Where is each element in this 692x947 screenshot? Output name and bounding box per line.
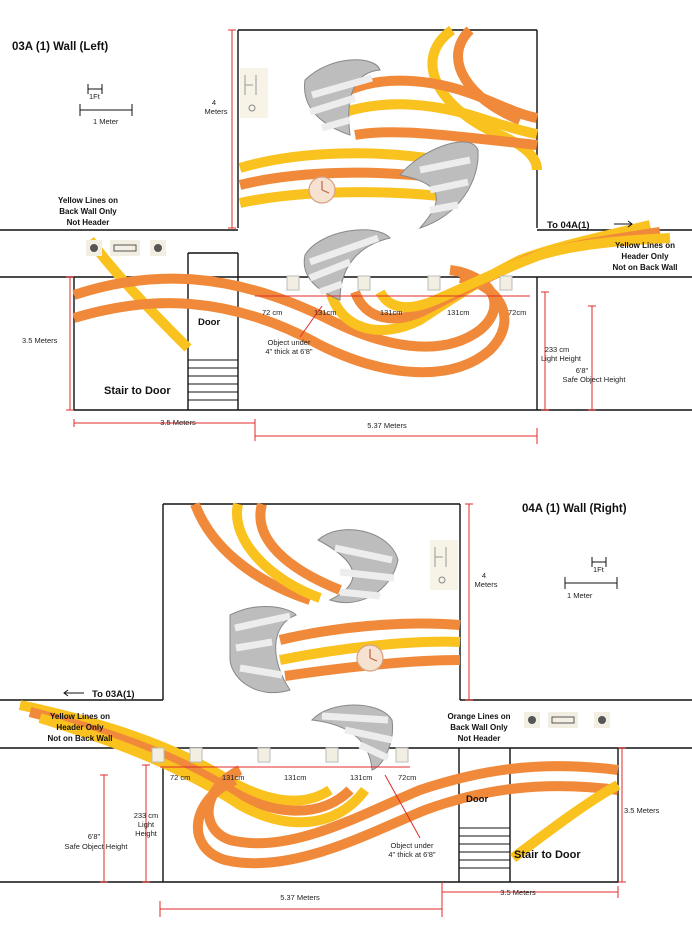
top-dimensions: 4 Meters 3.5 Meters 72 cm 131cm 131cm 13… [22, 29, 627, 444]
bottom-note-left-2: Header Only [56, 723, 104, 732]
svg-text:4: 4 [212, 98, 216, 107]
top-upper-bands [238, 25, 542, 208]
bottom-title: 04A (1) Wall (Right) [522, 503, 627, 515]
svg-text:3.5 Meters: 3.5 Meters [624, 806, 660, 815]
top-stair-label: Stair to Door [104, 385, 171, 397]
bottom-crescent-sculpture-3 [310, 704, 394, 771]
top-elevation: 03A (1) Wall (Left) 1Ft 1 Meter [0, 25, 692, 444]
top-wall-clock-icon [308, 176, 336, 204]
svg-text:Light: Light [138, 820, 155, 829]
svg-text:1 Meter: 1 Meter [93, 117, 119, 126]
svg-text:4" thick at 6'8": 4" thick at 6'8" [388, 850, 436, 859]
top-note-left-1: Yellow Lines on [58, 196, 118, 205]
svg-text:Light Height: Light Height [541, 354, 582, 363]
svg-text:131cm: 131cm [380, 308, 403, 317]
top-note-left-2: Back Wall Only [59, 207, 117, 216]
svg-text:6'8": 6'8" [88, 832, 101, 841]
bottom-note-left-1: Yellow Lines on [50, 712, 110, 721]
bottom-note-right-3: Not Header [458, 734, 501, 743]
top-door-label: Door [198, 317, 220, 328]
bottom-arrow-left-icon [63, 689, 84, 697]
bottom-stair-label: Stair to Door [514, 849, 581, 861]
svg-text:72 cm: 72 cm [262, 308, 282, 317]
bottom-lower-bands [18, 700, 621, 869]
bottom-wall-clock-icon [356, 644, 384, 672]
bottom-crescent-sculpture-2 [229, 606, 297, 694]
bottom-scale-m: 1 Meter [564, 577, 618, 600]
svg-text:72cm: 72cm [398, 773, 416, 782]
svg-text:4" thick at 6'8": 4" thick at 6'8" [265, 347, 313, 356]
top-crescent-sculpture-3 [303, 229, 391, 301]
svg-text:Meters: Meters [475, 580, 498, 589]
svg-text:131cm: 131cm [222, 773, 245, 782]
svg-text:5.37 Meters: 5.37 Meters [280, 893, 320, 902]
svg-text:6'8": 6'8" [576, 366, 589, 375]
bottom-left-room [0, 748, 164, 883]
svg-text:Height: Height [135, 829, 158, 838]
bottom-sconce-icon [430, 540, 458, 590]
bottom-note-right-1: Orange Lines on [447, 712, 510, 721]
svg-text:3.5 Meters: 3.5 Meters [160, 418, 196, 427]
svg-text:131cm: 131cm [447, 308, 470, 317]
bottom-door-label: Door [466, 794, 488, 805]
bottom-note-left-3: Not on Back Wall [47, 734, 112, 743]
bottom-crescent-sculpture-1 [317, 529, 399, 604]
svg-text:Object under: Object under [268, 338, 311, 347]
svg-text:1Ft: 1Ft [593, 565, 605, 574]
top-note-right-3: Not on Back Wall [612, 263, 677, 272]
svg-text:Safe Object Height: Safe Object Height [65, 842, 129, 851]
top-light-fixture-icons [86, 240, 513, 291]
top-note-right-2: Header Only [621, 252, 669, 261]
top-arrow-right-icon [614, 220, 633, 228]
top-note-left-3: Not Header [67, 218, 110, 227]
svg-text:3.5 Meters: 3.5 Meters [22, 336, 58, 345]
svg-text:233 cm: 233 cm [134, 811, 159, 820]
svg-text:131cm: 131cm [284, 773, 307, 782]
top-crescent-sculpture-1 [304, 59, 381, 136]
svg-text:Safe Object Height: Safe Object Height [563, 375, 627, 384]
top-crescent-sculpture-2 [399, 141, 479, 230]
svg-text:4: 4 [482, 571, 486, 580]
bottom-upper-wall [162, 503, 461, 700]
svg-text:Object under: Object under [391, 841, 434, 850]
top-to-label: To 04A(1) [547, 220, 590, 231]
top-scale-ft: 1Ft [87, 84, 103, 101]
svg-text:131cm: 131cm [314, 308, 337, 317]
top-scale-m: 1 Meter [79, 104, 133, 126]
top-title: 03A (1) Wall (Left) [12, 41, 108, 53]
svg-text:72 cm: 72 cm [170, 773, 190, 782]
svg-text:Meters: Meters [205, 107, 228, 116]
svg-text:5.37 Meters: 5.37 Meters [367, 421, 407, 430]
svg-text:131cm: 131cm [350, 773, 373, 782]
bottom-scale-ft: 1Ft [591, 557, 607, 574]
svg-text:72cm: 72cm [508, 308, 526, 317]
top-note-right-1: Yellow Lines on [615, 241, 675, 250]
top-stair [188, 359, 238, 401]
bottom-elevation: 04A (1) Wall (Right) 1Ft 1 Meter [0, 502, 692, 917]
bottom-stair [459, 827, 510, 869]
top-sconce-icon [240, 68, 268, 118]
top-right-room [536, 277, 692, 411]
svg-text:1 Meter: 1 Meter [567, 591, 593, 600]
bottom-to-label: To 03A(1) [92, 689, 135, 700]
bottom-light-fixture-icons [151, 712, 610, 763]
bottom-note-right-2: Back Wall Only [450, 723, 508, 732]
svg-text:3.5 Meters: 3.5 Meters [500, 888, 536, 897]
svg-text:1Ft: 1Ft [89, 92, 101, 101]
svg-text:233 cm: 233 cm [545, 345, 570, 354]
bottom-dimensions: 4 Meters 3.5 Meters 72 cm 131cm 131cm 13… [65, 503, 660, 917]
